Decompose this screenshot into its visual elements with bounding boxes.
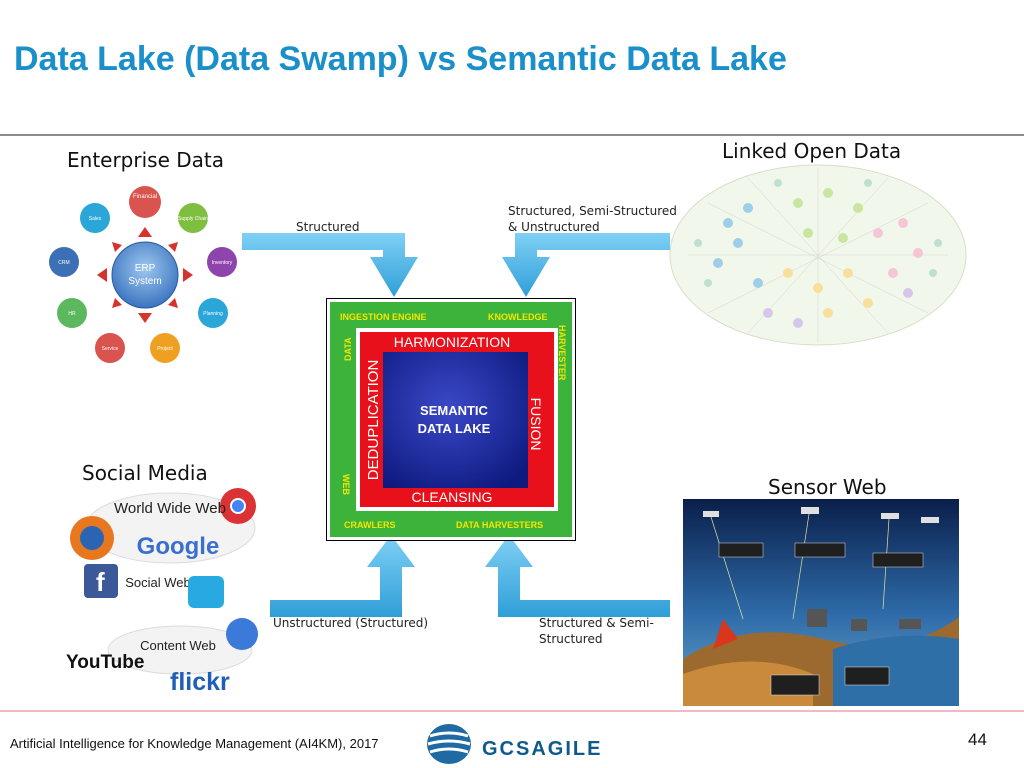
sensor-web-illustration xyxy=(683,499,959,706)
title-divider xyxy=(0,134,1024,136)
arrow-unstructured xyxy=(270,535,415,617)
erp-node-planning xyxy=(198,298,228,328)
flickr-logo: flickr xyxy=(170,668,230,696)
erp-node-inventory xyxy=(207,247,237,277)
harmonization-text: HARMONIZATION xyxy=(394,334,510,350)
erp-node-hr-label: HR xyxy=(68,311,76,317)
knowledge-text: KNOWLEDGE xyxy=(488,312,548,322)
google-logo: Google xyxy=(137,533,220,560)
semantic-data-lake-diagram: INGESTION ENGINE KNOWLEDGE HARVESTER DAT… xyxy=(326,298,576,541)
page-number: 44 xyxy=(968,730,987,749)
erp-node-supply-chain xyxy=(178,203,208,233)
social-web-text: Social Web xyxy=(125,575,191,590)
erp-center xyxy=(111,241,179,309)
linked-open-data-cloud xyxy=(669,164,967,346)
data-side-text: DATA xyxy=(343,337,353,361)
arrow-label-unstructured: Unstructured (Structured) xyxy=(273,616,429,630)
slide-title: Data Lake (Data Swamp) vs Semantic Data … xyxy=(14,40,787,78)
arrow-structured-semi xyxy=(485,535,670,617)
footer-text: Artificial Intelligence for Knowledge Ma… xyxy=(10,736,379,751)
arrow-label-structured: Structured xyxy=(296,220,360,234)
core-label-line1: SEMANTIC xyxy=(420,403,489,418)
erp-node-supply-chain-label: Supply Chain xyxy=(178,216,208,222)
world-wide-web-text: World Wide Web xyxy=(114,500,226,517)
erp-node-project-label: Project xyxy=(157,346,173,352)
erp-node-project xyxy=(150,333,180,363)
sensor-web-label: Sensor Web xyxy=(768,475,887,499)
deduplication-text: DEDUPLICATION xyxy=(365,360,382,481)
arrow-structured xyxy=(242,233,418,297)
lake-core xyxy=(383,352,528,488)
svg-text:f: f xyxy=(96,567,105,597)
facebook-icon xyxy=(84,564,118,598)
erp-node-sales-label: Sales xyxy=(89,216,102,222)
erp-center-label-1: ERP xyxy=(135,263,156,274)
erp-node-service-label: Service xyxy=(102,346,119,352)
erp-node-financial-label: Financial xyxy=(133,194,157,200)
enterprise-data-label: Enterprise Data xyxy=(67,148,224,172)
youtube-logo: YouTube xyxy=(66,652,144,673)
web-side-text: WEB xyxy=(341,474,351,495)
twitter-icon xyxy=(188,576,224,608)
erp-node-service xyxy=(95,333,125,363)
arrow-semi-structured xyxy=(502,233,670,297)
brand-name: GCSAGILE xyxy=(482,738,603,760)
erp-node-planning-label: Planning xyxy=(203,311,223,317)
erp-node-crm-label: CRM xyxy=(58,260,69,266)
core-label-line2: DATA LAKE xyxy=(418,421,491,436)
erp-node-crm xyxy=(49,247,79,277)
erp-node-financial xyxy=(129,186,161,218)
gcsagile-logo-icon xyxy=(427,724,471,764)
cleansing-text: CLEANSING xyxy=(412,489,493,505)
crawlers-text: CRAWLERS xyxy=(344,520,396,530)
ingestion-engine-text: INGESTION ENGINE xyxy=(340,312,427,322)
arrow-label-semi-line2: & Unstructured xyxy=(508,220,600,234)
harvester-text: HARVESTER xyxy=(557,325,567,381)
content-web-text: Content Web xyxy=(140,638,216,653)
erp-node-inventory-label: Inventory xyxy=(212,260,233,266)
arrow-label-semi-line1: Structured, Semi-Structured xyxy=(508,204,677,218)
linked-open-data-label: Linked Open Data xyxy=(722,139,902,163)
footer-divider xyxy=(0,710,1024,712)
erp-node-sales xyxy=(80,203,110,233)
erp-node-hr xyxy=(57,298,87,328)
enterprise-erp-diagram: ERP System Financial Supply Chain Invent… xyxy=(49,186,237,363)
arrow-label-structured-semi-line1: Structured & Semi- xyxy=(539,616,654,630)
fusion-text: FUSION xyxy=(528,398,544,451)
google-earth-icon xyxy=(226,618,258,650)
social-media-label: Social Media xyxy=(82,461,208,485)
flow-arrows xyxy=(242,233,670,617)
social-media-collage: World Wide Web Google f Social Web Conte… xyxy=(66,488,258,696)
erp-center-label-2: System xyxy=(128,276,161,287)
data-harvesters-text: DATA HARVESTERS xyxy=(456,520,543,530)
arrow-label-structured-semi-line2: Structured xyxy=(539,632,603,646)
